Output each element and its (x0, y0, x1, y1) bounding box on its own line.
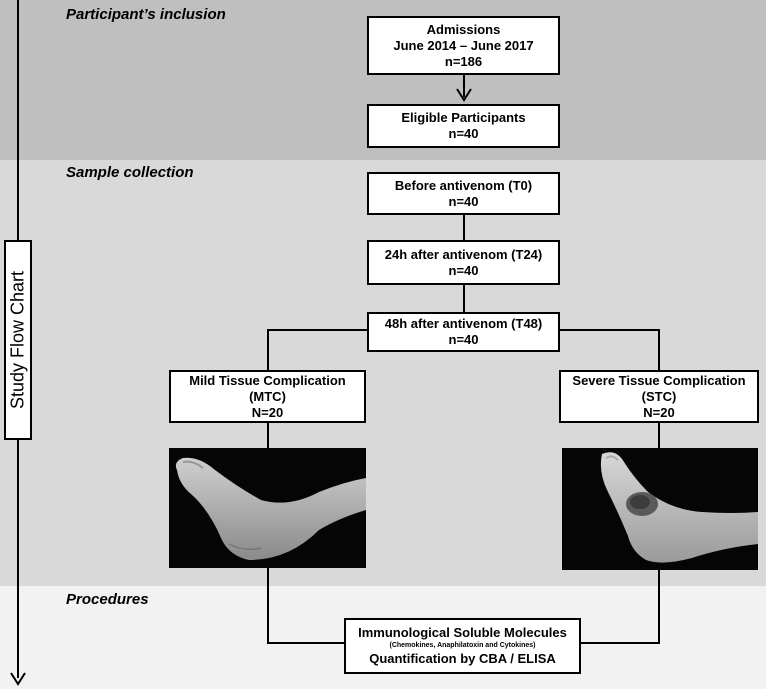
section-title-inclusion: Participant’s inclusion (66, 6, 226, 23)
connector-to-immuno-left (267, 642, 345, 644)
arrowhead-eligible (456, 88, 472, 102)
study-flow-chart-label: Study Flow Chart (4, 240, 32, 440)
connector-admissions-eligible (463, 75, 465, 97)
section-title-collection: Sample collection (66, 164, 194, 181)
section-title-procedures: Procedures (66, 591, 149, 608)
mtc-box: Mild Tissue Complication (MTC) N=20 (169, 370, 366, 423)
eligible-participants-box: Eligible Participants n=40 (367, 104, 560, 148)
admissions-box: Admissions June 2014 – June 2017 n=186 (367, 16, 560, 75)
stc-box: Severe Tissue Complication (STC) N=20 (559, 370, 759, 423)
connector-to-mtc (267, 329, 269, 370)
timeline-arrowhead (10, 672, 26, 686)
t48-box: 48h after antivenom (T48) n=40 (367, 312, 560, 352)
connector-mtc-photo (267, 423, 269, 448)
t0-box: Before antivenom (T0) n=40 (367, 172, 560, 215)
connector-t0-t24 (463, 215, 465, 240)
connector-mtc-procedures (267, 568, 269, 644)
connector-stc-procedures (658, 570, 660, 644)
mtc-foot-photo (169, 448, 366, 568)
connector-t48-left (267, 329, 367, 331)
connector-stc-photo (658, 423, 660, 448)
connector-t48-right (558, 329, 660, 331)
stc-foot-photo (562, 448, 758, 570)
t24-box: 24h after antivenom (T24) n=40 (367, 240, 560, 285)
connector-to-immuno-right (580, 642, 660, 644)
connector-to-stc (658, 329, 660, 370)
connector-t24-t48 (463, 285, 465, 312)
immunological-molecules-box: Immunological Soluble Molecules (Chemoki… (344, 618, 581, 674)
